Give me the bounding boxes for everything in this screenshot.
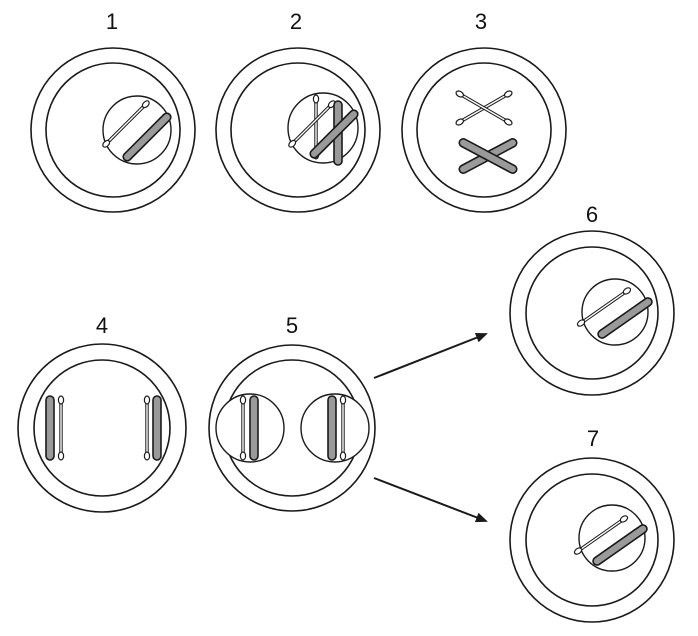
cell-5-left-chromatid-dark [249,395,259,461]
cell-6-nucleus [581,278,649,346]
cell-4: 4 [17,313,187,513]
cell-7: 7 [509,426,675,623]
cell-4-right-chromatid-dark [152,395,162,461]
cell-5: 5 [208,313,376,512]
arrow-to-cell-6 [373,333,488,379]
stage-label-1: 1 [106,9,118,34]
cell-2: 2 [215,9,381,213]
cell-3: 3 [401,9,567,213]
cell-2-nucleus [287,92,359,164]
stage-label-6: 6 [586,202,598,227]
stage-label-4: 4 [96,313,108,338]
cell-7-nucleus [578,504,646,572]
cell-1-nucleus [102,95,172,165]
cell-6: 6 [509,202,675,396]
cell-5-right-chromatid-dark [327,395,337,461]
stage-label-2: 2 [290,9,302,34]
cell-3-inner-membrane [416,62,552,198]
arrow-to-cell-7 [373,477,488,523]
cell-4-inner-membrane [33,359,171,497]
stage-label-7: 7 [587,426,599,451]
stage-label-3: 3 [475,9,487,34]
cell-1: 1 [30,9,196,213]
stage-label-5: 5 [286,313,298,338]
cell-4-left-chromatid-dark [45,395,55,461]
